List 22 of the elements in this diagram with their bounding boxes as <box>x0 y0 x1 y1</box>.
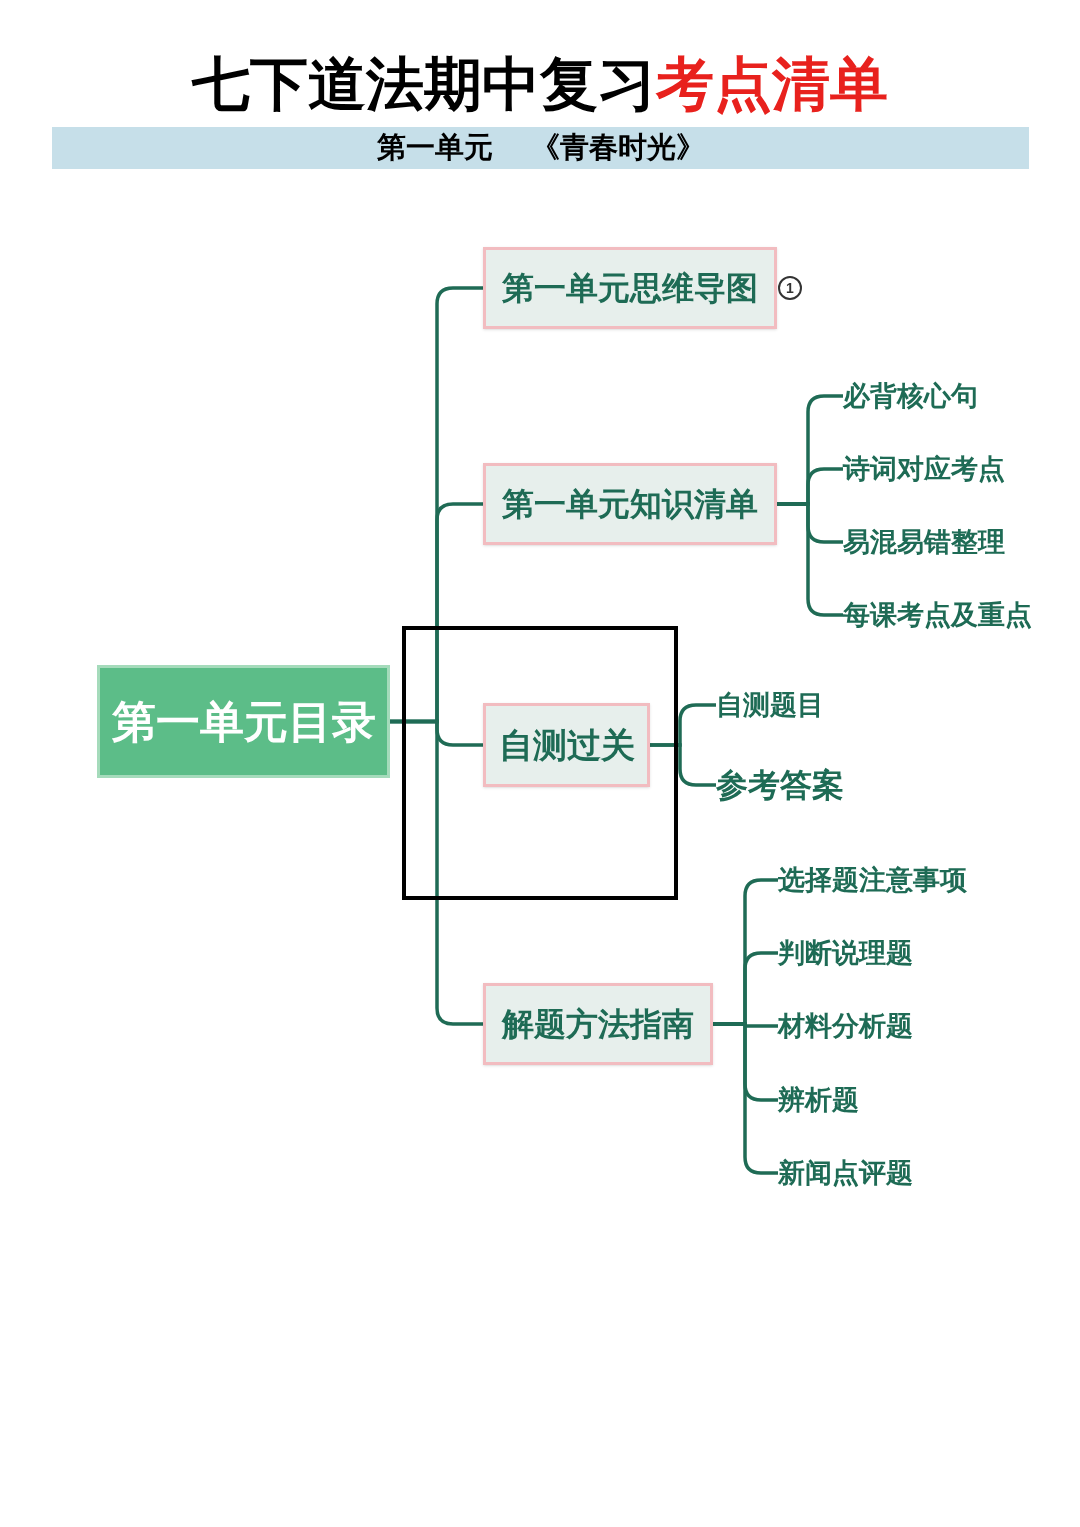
connector-line <box>390 719 483 1026</box>
footnote-number: 1 <box>778 276 802 300</box>
subtopic-text: 选择题注意事项 <box>778 862 998 898</box>
subtopic-text: 辨析题 <box>778 1082 898 1118</box>
subtopic-text: 必背核心句 <box>843 378 1043 414</box>
subtopic-text: 易混易错整理 <box>843 524 1043 560</box>
subtopic-text: 判断说理题 <box>778 935 958 971</box>
subtopic-text: 新闻点评题 <box>778 1155 958 1191</box>
connector-line <box>650 743 716 787</box>
subtitle-text: 第一单元 <box>376 130 493 166</box>
root-topic-box: 第一单元目录 <box>97 665 390 778</box>
subtopic-text: 自测题目 <box>716 687 846 723</box>
topic-box: 解题方法指南 <box>483 983 713 1065</box>
subtopic-text: 诗词对应考点 <box>843 451 1043 487</box>
subtopic-text: 参考答案 <box>716 765 866 805</box>
connector-line <box>777 502 843 617</box>
subtitle-text: 《青春时光》 <box>530 130 705 166</box>
subtopic-text: 材料分析题 <box>778 1008 958 1044</box>
topic-box: 自测过关 <box>483 703 650 787</box>
title: 七下道法期中复习考点清单 <box>190 50 889 118</box>
topic-box: 第一单元知识清单 <box>483 463 777 545</box>
subtopic-text: 每课考点及重点 <box>843 597 1063 633</box>
